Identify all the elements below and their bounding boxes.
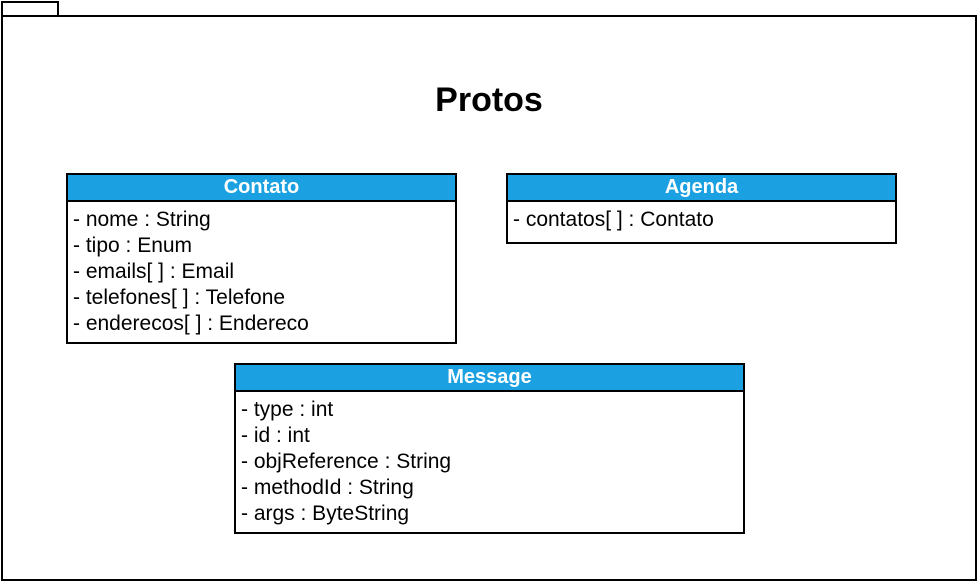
attribute-nome: - nome : String: [73, 208, 211, 231]
attribute-methodid: - methodId : String: [241, 476, 414, 499]
class-agenda-attributes: - contatos[ ] : Contato: [508, 202, 895, 233]
attribute-enderecos: - enderecos[ ] : Endereco: [73, 312, 309, 335]
class-message[interactable]: Message - type : int - id : int - objRef…: [234, 363, 745, 534]
attribute-telefones: - telefones[ ] : Telefone: [73, 286, 286, 309]
class-contato[interactable]: Contato - nome : String - tipo : Enum - …: [66, 173, 457, 344]
class-message-attributes: - type : int - id : int - objReference :…: [236, 392, 743, 527]
attribute-tipo: - tipo : Enum: [73, 234, 193, 257]
attribute-type: - type : int: [241, 398, 334, 421]
class-agenda[interactable]: Agenda - contatos[ ] : Contato: [506, 173, 897, 244]
package-tab: [1, 1, 59, 15]
attribute-contatos: - contatos[ ] : Contato: [513, 208, 714, 231]
class-contato-attributes: - nome : String - tipo : Enum - emails[ …: [68, 202, 455, 337]
attribute-id: - id : int: [241, 424, 310, 447]
class-agenda-header: Agenda: [508, 175, 895, 202]
package-title: Protos: [435, 81, 543, 119]
attribute-emails: - emails[ ] : Email: [73, 260, 235, 283]
attribute-objreference: - objReference : String: [241, 450, 452, 473]
class-message-header: Message: [236, 365, 743, 392]
attribute-args: - args : ByteString: [241, 502, 410, 525]
class-contato-header: Contato: [68, 175, 455, 202]
